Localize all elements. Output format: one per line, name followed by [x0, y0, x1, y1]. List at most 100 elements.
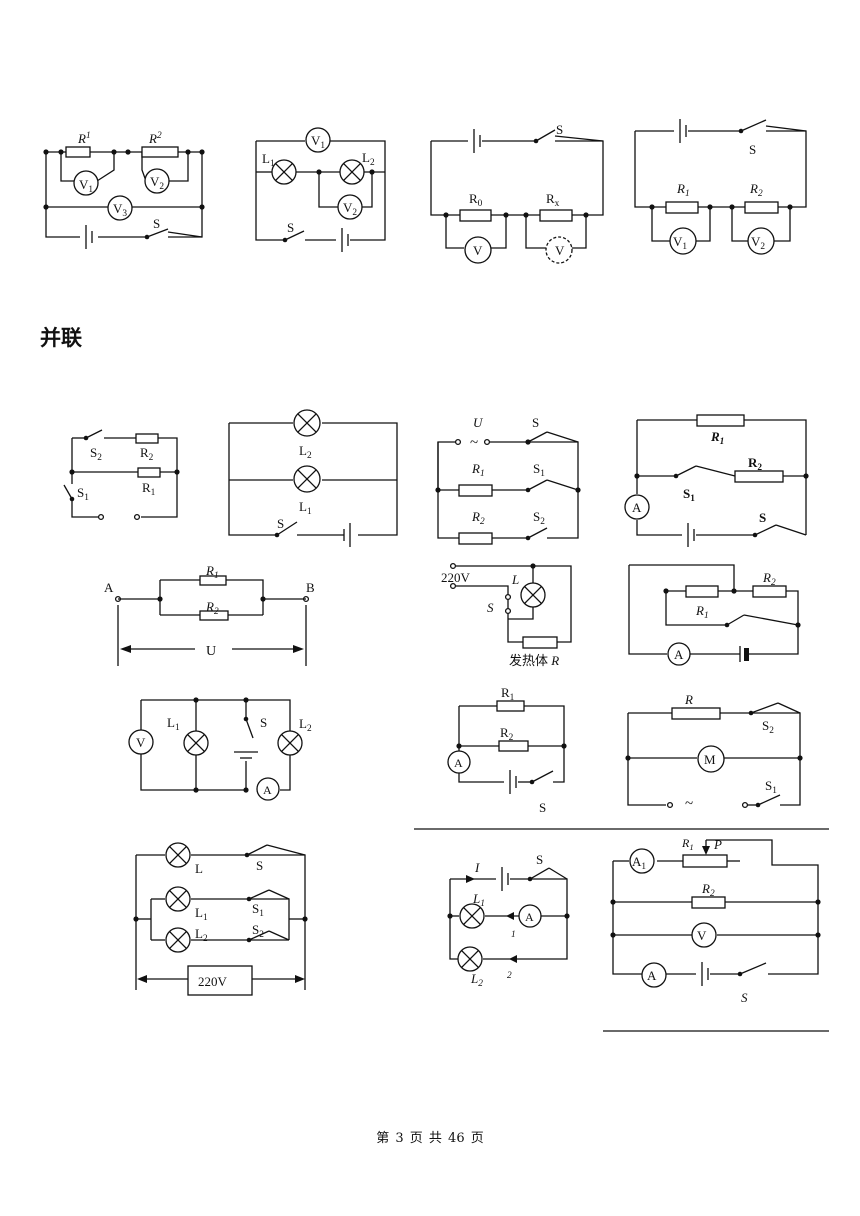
wire [330, 141, 385, 240]
wire [490, 215, 506, 248]
wire [776, 525, 806, 535]
resistor [459, 209, 492, 222]
junction-dot [707, 204, 713, 210]
junction-dot [729, 204, 735, 210]
label-subscript: 1 [511, 930, 516, 940]
terminal [135, 515, 140, 520]
wire [267, 845, 305, 855]
switch-lever [249, 931, 269, 940]
junction-dot [610, 932, 616, 938]
lamp-cross [188, 735, 205, 752]
wire [456, 586, 508, 597]
label-subscript: 2 [480, 517, 485, 527]
battery-gap [344, 521, 358, 549]
switch-lever [528, 528, 547, 538]
label-text: L1 [195, 905, 208, 923]
junction-dot [564, 913, 570, 919]
terminal [743, 803, 748, 808]
label-text: L2 [299, 716, 312, 734]
wire [483, 879, 567, 959]
junction-dot [302, 916, 308, 922]
switch-lever [751, 703, 778, 713]
label-subscript: 1 [690, 494, 695, 504]
resistor [522, 636, 558, 649]
switch-lever [676, 466, 696, 476]
wire [142, 152, 146, 181]
resistor [458, 532, 493, 545]
resistor [458, 484, 493, 497]
wire [72, 438, 138, 472]
label-text: S [256, 858, 263, 873]
label-text: R0 [469, 191, 483, 209]
label-subscript: 1 [320, 141, 325, 151]
wire [780, 758, 800, 805]
label-subscript: 2 [771, 578, 776, 588]
wire [247, 855, 305, 990]
junction-dot [456, 743, 462, 749]
terminal [451, 564, 456, 569]
wire [666, 591, 727, 625]
slider-arrow [702, 846, 710, 855]
junction-dot [43, 149, 49, 155]
lamp-cross [464, 908, 481, 925]
junction-dot [787, 204, 793, 210]
label-subscript: 2 [149, 453, 154, 463]
label-subscript: 2 [352, 208, 357, 218]
label-subscript: 2 [509, 733, 514, 743]
wire [613, 861, 643, 974]
label-text: A [454, 756, 463, 770]
label-subscript: 1 [704, 611, 709, 621]
voltmeter-v2 [338, 195, 362, 219]
wire [319, 172, 338, 207]
lamp-cross [170, 891, 187, 908]
label-subscript: 2 [159, 182, 164, 192]
label-subscript: 2 [370, 158, 375, 168]
label-subscript: 1 [772, 786, 777, 796]
switch-lever [530, 868, 549, 879]
resistor [665, 201, 699, 214]
wire [362, 172, 372, 207]
wire [732, 207, 748, 241]
wire [269, 931, 289, 940]
wire [168, 232, 202, 237]
junction-dot [634, 473, 640, 479]
label-text: ~ [470, 435, 478, 451]
current-arrow [466, 875, 475, 883]
label-text: L [195, 861, 203, 876]
label-text: V [473, 243, 483, 258]
lamp-cross [282, 735, 299, 752]
terminal [506, 609, 511, 614]
label-text: S [487, 600, 494, 615]
label-subscript: 3 [122, 209, 127, 219]
terminal [668, 803, 673, 808]
lamp-cross [170, 932, 187, 949]
label-subscript: 0 [478, 199, 483, 209]
wire [744, 615, 798, 625]
label-subscript: 2 [157, 131, 162, 141]
lamp-cross [170, 847, 187, 864]
lamp-cross [344, 164, 361, 181]
wire [744, 420, 806, 476]
wire [524, 706, 564, 746]
junction-dot [803, 473, 809, 479]
switch-lever [285, 231, 304, 240]
switch-lever [528, 432, 547, 442]
label-text: I [474, 860, 480, 875]
label-text: L2 [195, 926, 208, 944]
lamp-cross [525, 587, 542, 604]
voltmeter-v1 [670, 228, 696, 254]
label-text: Rx [546, 191, 560, 209]
wire [97, 152, 114, 181]
junction-dot [111, 149, 117, 155]
label-subscript: 2 [307, 724, 312, 734]
label-subscript: 1 [685, 189, 690, 199]
label-subscript: 2 [97, 453, 102, 463]
label-text: R2 [471, 509, 485, 527]
switch-lever [277, 522, 297, 535]
label-subscript: 2 [203, 934, 208, 944]
battery-gap [468, 127, 482, 155]
wire [269, 890, 289, 899]
resistor [734, 470, 784, 483]
wire [446, 215, 464, 248]
